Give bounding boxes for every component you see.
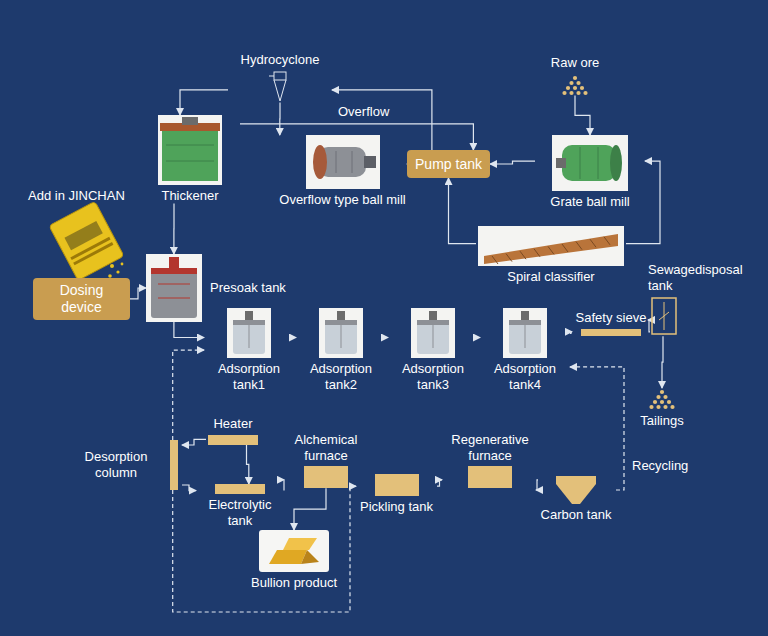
node-label: Spiral classifier (507, 269, 594, 285)
sewage-tank-art (650, 296, 678, 336)
adsorption-tank-art (227, 308, 271, 358)
adsorption-tank: Adsorption tank3 (388, 308, 478, 392)
node-label: Adsorption tank3 (388, 361, 478, 392)
grate-ball-mill: Grate ball mill (535, 135, 645, 210)
spiral-classifier: Spiral classifier (476, 226, 626, 285)
node-label: Heater (213, 416, 252, 432)
sewage-tank: Sewagedisposal tank (648, 262, 768, 336)
regenerative-furnace-art (468, 466, 512, 488)
node-label: Thickener (161, 188, 218, 204)
thickener: Thickener (140, 115, 240, 204)
adsorption-tank: Adsorption tank4 (480, 308, 570, 392)
thickener-art (154, 115, 226, 185)
note-label: Add in JINCHAN (28, 188, 125, 204)
dashed-flow-line (173, 350, 204, 440)
node-label: Safety sieve (576, 310, 647, 326)
bullion-product: Bullion product (244, 530, 344, 591)
flow-line (294, 488, 326, 530)
bullion-product-art (259, 530, 329, 572)
flow-line (490, 161, 535, 164)
ball-mill: Overflow type ball mill (260, 135, 425, 208)
edge-label: Overflow (336, 104, 391, 120)
regenerative-furnace: Regenerative furnace (442, 432, 538, 488)
presoak-tank-art (146, 254, 202, 322)
node-label: Regenerative furnace (442, 432, 538, 463)
safety-sieve-art (581, 329, 641, 336)
adsorption-tank-art (411, 308, 455, 358)
flow-line (279, 103, 280, 135)
flow-line (648, 320, 650, 332)
adsorption-tank-art (503, 308, 547, 358)
alchemical-furnace-art (304, 466, 348, 488)
grate-ball-mill-art (552, 135, 628, 191)
carbon-tank: Carbon tank (536, 476, 616, 523)
tailings: Tailings (634, 388, 690, 429)
adsorption-tank: Adsorption tank1 (204, 308, 294, 392)
desorption-column: Desorption column (66, 440, 182, 490)
pump-tank: Pump tank (407, 150, 490, 178)
electrolytic-tank: Electrolytic tank (196, 484, 284, 528)
dosing-device: Dosing device (33, 278, 130, 320)
flow-line (173, 204, 174, 254)
note-label: Recycling (632, 458, 688, 474)
hydrocyclone: Hydrocyclone (228, 52, 332, 103)
node-label: Grate ball mill (550, 194, 629, 210)
flow-line (626, 161, 660, 244)
presoak-tank: Presoak tank (146, 254, 301, 322)
node-label: Dosing device (39, 282, 124, 316)
flow-line (182, 439, 206, 445)
hydrocyclone-art (268, 71, 292, 103)
flow-line (575, 96, 590, 135)
node-label: Tailings (640, 413, 683, 429)
raw-ore: Raw ore (545, 55, 605, 96)
pickling-tank: Pickling tank (356, 474, 437, 515)
raw-ore-art (560, 74, 590, 96)
node-label: Overflow type ball mill (279, 192, 405, 208)
adsorption-tank: Adsorption tank2 (296, 308, 386, 392)
dashed-flow-line (570, 367, 624, 490)
node-label: Electrolytic tank (196, 497, 284, 528)
heater-art (208, 435, 258, 445)
flow-line (449, 178, 477, 244)
flow-line (182, 485, 196, 491)
node-label: Adsorption tank4 (480, 361, 570, 392)
node-label: Adsorption tank1 (204, 361, 294, 392)
tailings-art (647, 388, 677, 410)
node-label: Bullion product (251, 575, 337, 591)
node-label: Carbon tank (541, 507, 612, 523)
desorption-column-art (170, 440, 178, 490)
flow-line (437, 480, 442, 486)
node-label: Pump tank (415, 156, 482, 173)
flow-line (283, 480, 284, 491)
node-label: Pickling tank (360, 499, 433, 515)
node-label: Sewagedisposal tank (648, 262, 768, 293)
flow-line (130, 288, 146, 299)
flow-line (536, 480, 538, 490)
flow-line (570, 332, 572, 334)
dashed-flow-line (173, 486, 356, 612)
ball-mill-art (306, 135, 380, 189)
node-label: Adsorption tank2 (296, 361, 386, 392)
flow-line (294, 337, 296, 338)
flow-line (247, 445, 249, 484)
pickling-tank-art (375, 474, 419, 496)
flow-line (180, 90, 228, 115)
carbon-tank-art (556, 476, 596, 504)
node-label: Hydrocyclone (241, 52, 320, 68)
node-label: Presoak tank (210, 280, 286, 296)
flow-line (386, 337, 388, 338)
node-label: Alchemical furnace (284, 432, 368, 463)
alchemical-furnace: Alchemical furnace (284, 432, 368, 488)
safety-sieve: Safety sieve (572, 310, 650, 336)
heater: Heater (206, 416, 260, 445)
node-label: Desorption column (66, 449, 166, 480)
spiral-classifier-art (478, 226, 624, 266)
electrolytic-tank-art (215, 484, 265, 494)
node-label: Raw ore (551, 55, 599, 71)
adsorption-tank-art (319, 308, 363, 358)
flow-line (662, 336, 663, 388)
flow-line (478, 337, 480, 338)
flow-line (174, 322, 204, 338)
